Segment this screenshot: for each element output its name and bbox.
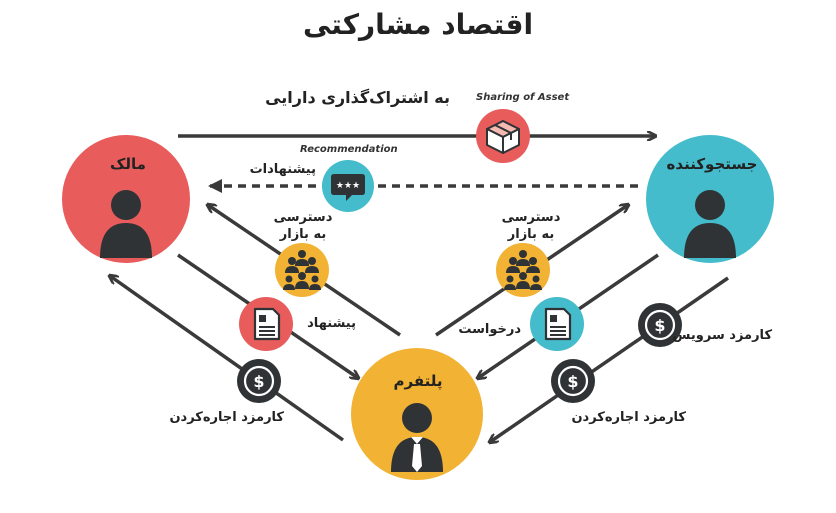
rental-fee-label-left: کارمزد اجاره‌کردن xyxy=(169,410,284,425)
svg-text:$: $ xyxy=(253,372,264,391)
group-users-icon-right xyxy=(496,243,550,297)
dollar-coin-icon-service: $ xyxy=(638,303,682,347)
request-label: درخواست xyxy=(458,322,521,337)
svg-text:$: $ xyxy=(654,316,665,335)
dollar-coin-icon-right: $ xyxy=(551,359,595,403)
seeker-person-icon xyxy=(684,190,736,258)
offer-document-icon xyxy=(239,297,293,351)
arrow-seeker-fee-to-platform xyxy=(490,276,729,442)
platform-businessman-icon xyxy=(391,403,443,472)
market-access-label-left: دسترسی به بازار xyxy=(273,210,333,242)
rental-fee-label-right: کارمزد اجاره‌کردن xyxy=(571,410,686,425)
dollar-coin-icon-left: $ xyxy=(237,359,281,403)
group-users-icon-left xyxy=(275,243,329,297)
arrow-platform-to-owner-outer xyxy=(110,276,345,442)
offer-label: پیشنهاد xyxy=(307,316,356,331)
rating-chat-icon: ★★★ xyxy=(322,160,374,212)
svg-text:★★★: ★★★ xyxy=(336,181,360,191)
sharing-label-en: Sharing of Asset xyxy=(476,92,570,103)
sharing-label: به اشتراک‌گذاری دارایی xyxy=(265,88,450,107)
svg-text:$: $ xyxy=(567,372,578,391)
package-box-icon xyxy=(476,109,530,163)
platform-label: پلتفرم xyxy=(393,372,443,390)
owner-label: مالک xyxy=(110,155,146,173)
seeker-label: جستجوکننده xyxy=(666,155,758,173)
market-access-label-right: دسترسی به بازار xyxy=(501,210,561,242)
recommendation-label-en: Recommendation xyxy=(300,144,398,155)
owner-person-icon xyxy=(100,190,152,258)
page-title: اقتصاد مشارکتی xyxy=(302,8,534,41)
service-fee-label: کارمزد سرویس xyxy=(672,328,772,343)
recommendation-label: پیشنهادات xyxy=(249,162,316,177)
request-document-icon xyxy=(530,297,584,351)
